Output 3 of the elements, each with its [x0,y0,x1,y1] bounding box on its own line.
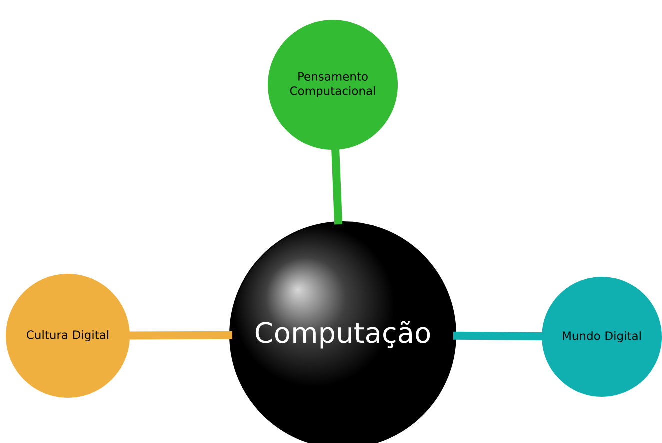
connector [332,148,343,225]
connector [128,331,233,340]
connector [453,332,544,341]
